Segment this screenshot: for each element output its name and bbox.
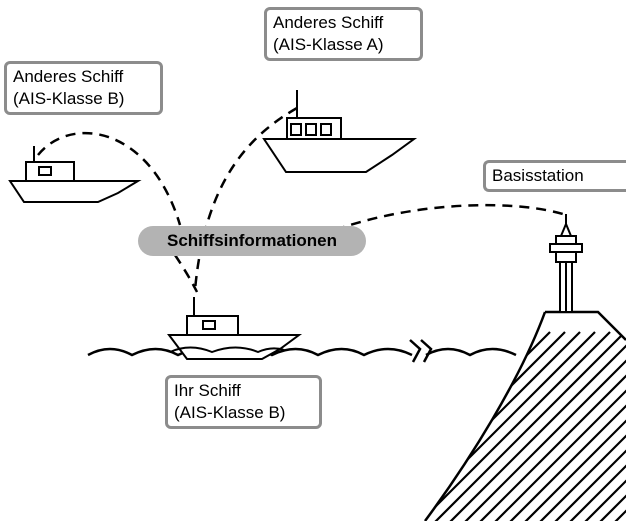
cliff xyxy=(423,310,626,521)
signal-path-ship-b xyxy=(37,131,182,226)
other-ship-class-a xyxy=(262,90,418,173)
base-station-tower xyxy=(549,214,583,313)
ship-information-badge: Schiffsinformationen xyxy=(138,226,366,256)
label-other-ship-class-b-line1: Anderes Schiff xyxy=(13,67,124,86)
signal-path-own-ship xyxy=(173,254,199,293)
label-base-station: Basisstation xyxy=(483,160,626,192)
other-ship-class-b xyxy=(8,146,142,203)
label-own-ship: Ihr Schiff (AIS-Klasse B) xyxy=(165,375,322,429)
own-ship xyxy=(167,297,303,360)
signal-path-base-station xyxy=(334,203,567,232)
label-own-ship-line2: (AIS-Klasse B) xyxy=(174,403,286,422)
label-other-ship-class-a-line2: (AIS-Klasse A) xyxy=(273,35,384,54)
label-other-ship-class-b-line2: (AIS-Klasse B) xyxy=(13,89,125,108)
label-other-ship-class-a-line1: Anderes Schiff xyxy=(273,13,384,32)
label-other-ship-class-b: Anderes Schiff (AIS-Klasse B) xyxy=(4,61,163,115)
label-base-station-text: Basisstation xyxy=(492,166,584,185)
label-own-ship-line1: Ihr Schiff xyxy=(174,381,241,400)
sea-waves xyxy=(87,339,517,363)
signal-path-ship-a xyxy=(193,106,298,291)
label-other-ship-class-a: Anderes Schiff (AIS-Klasse A) xyxy=(264,7,423,61)
